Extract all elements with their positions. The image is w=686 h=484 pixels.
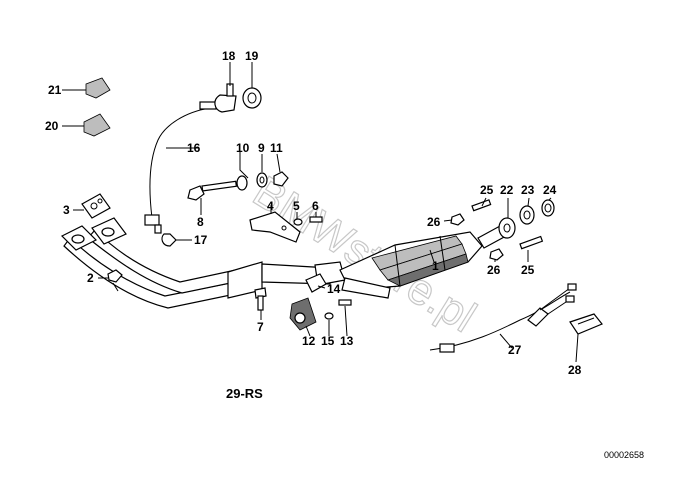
label-part-3: 3 [63,203,70,217]
washer-part-23[interactable] [519,205,535,225]
washer-part-5[interactable] [293,218,303,226]
label-part-18: 18 [222,49,236,63]
label-part-28: 28 [568,363,582,377]
bolt-part-25-lower[interactable] [519,235,544,250]
manifold-flanges[interactable] [60,217,127,251]
label-part-26-lower: 26 [487,263,501,277]
label-part-5: 5 [293,199,300,213]
label-part-17: 17 [194,233,208,247]
hanger-part-12[interactable] [289,297,317,331]
label-part-23: 23 [521,183,535,197]
label-part-9: 9 [258,141,265,155]
label-part-6: 6 [312,199,319,213]
label-part-22: 22 [500,183,514,197]
label-part-14: 14 [327,282,341,296]
bolt-part-7[interactable] [254,287,267,311]
label-part-15: 15 [321,334,335,348]
part-labels: 1 2 3 4 5 6 7 8 9 10 11 12 13 14 15 16 1… [45,49,582,377]
nut-part-11[interactable] [273,171,289,187]
label-part-12: 12 [302,334,316,348]
nut-part-26-lower[interactable] [489,248,504,261]
label-part-27: 27 [508,343,522,357]
rubber-mount-part-22[interactable] [498,217,516,239]
bolt-part-25-upper[interactable] [471,199,492,212]
washer-part-10[interactable] [236,175,248,191]
leader-lines [62,62,579,363]
label-part-13: 13 [340,334,354,348]
clamp-part-18[interactable] [214,83,237,113]
diagram-caption: 29-RS [226,386,263,401]
gasket-part-3[interactable] [81,193,111,219]
bracket-part-4[interactable] [249,211,301,243]
nut-part-26-upper[interactable] [450,213,465,226]
label-part-19: 19 [245,49,259,63]
label-part-10: 10 [236,141,250,155]
label-part-16: 16 [187,141,201,155]
nut-part-2[interactable] [107,269,123,292]
bracket-part-21[interactable] [85,77,111,99]
label-part-11: 11 [270,141,283,155]
label-part-1: 1 [432,259,439,273]
bracket-part-20[interactable] [83,113,111,137]
label-part-8: 8 [197,215,204,229]
label-part-24: 24 [543,183,557,197]
ring-part-19[interactable] [242,87,262,109]
bolt-part-8[interactable] [187,180,238,201]
label-part-25-lower: 25 [521,263,535,277]
clip-part-14[interactable] [305,273,327,293]
connector-part-28[interactable] [569,313,603,335]
clip-part-17[interactable] [161,233,177,247]
washer-part-9[interactable] [256,172,268,188]
bolt-part-13[interactable] [338,299,352,306]
label-part-26-upper: 26 [427,215,441,229]
label-part-25-upper: 25 [480,183,494,197]
main-silencer[interactable] [339,231,483,299]
label-part-2: 2 [87,271,94,285]
bolt-part-6[interactable] [309,216,323,223]
ring-part-24[interactable] [541,199,555,217]
label-part-20: 20 [45,119,59,133]
sensor-cable-part-27[interactable] [429,283,577,353]
document-number: 00002658 [604,450,644,460]
label-part-4: 4 [267,199,274,213]
label-part-7: 7 [257,320,264,334]
washer-part-15[interactable] [324,312,334,320]
oxygen-sensor-cable[interactable] [144,101,217,234]
label-part-21: 21 [48,83,62,97]
